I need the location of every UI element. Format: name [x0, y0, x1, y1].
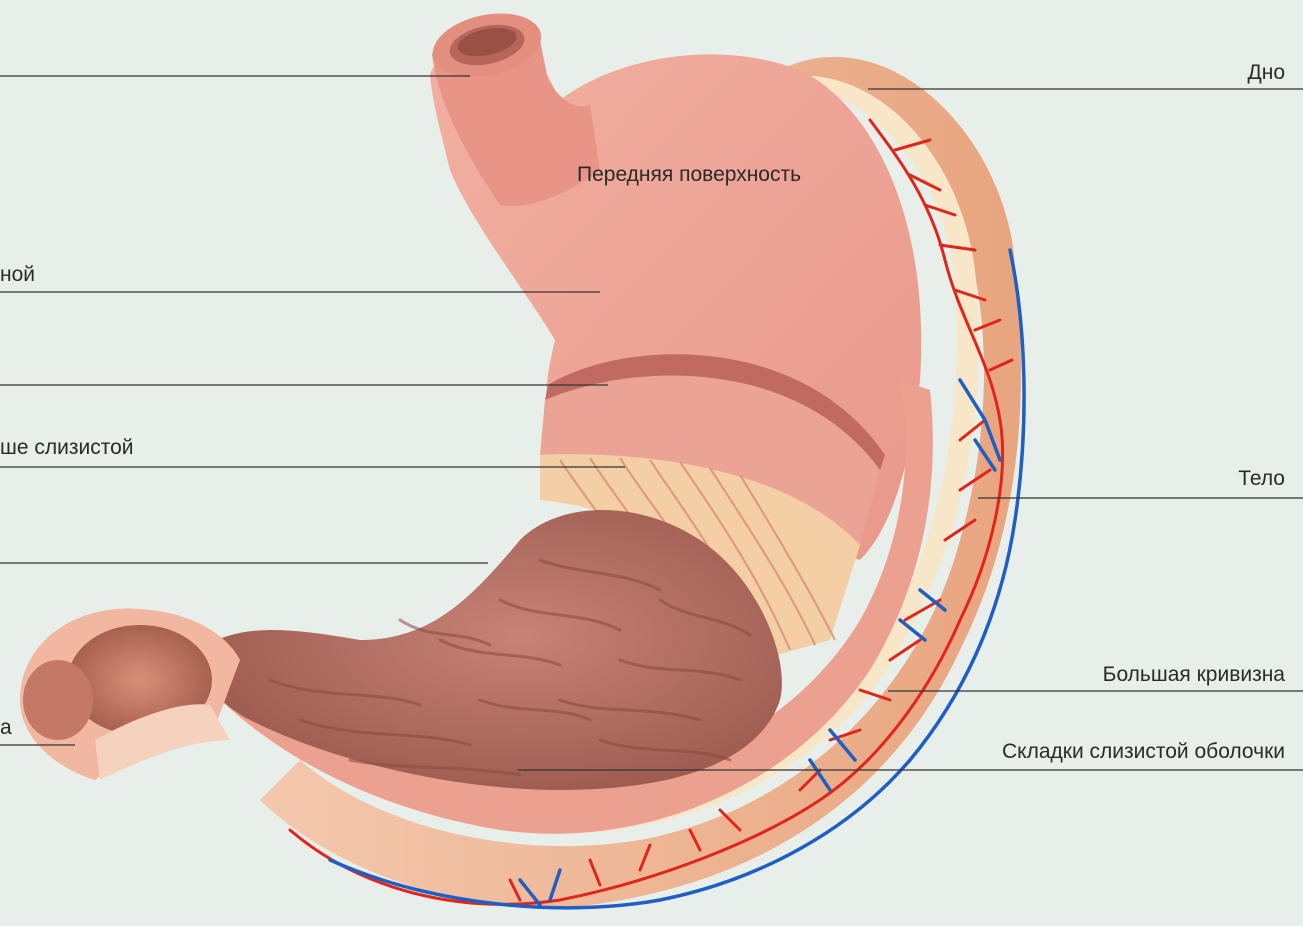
label-greater-curvature: Большая кривизна	[1103, 663, 1285, 687]
label-body: Тело	[1238, 467, 1285, 491]
label-left-muscle: ной	[0, 263, 35, 287]
label-left-submucosa: ше слизистой	[0, 436, 134, 460]
duodenum-lumen	[23, 660, 93, 740]
label-fundus: Дно	[1248, 61, 1286, 85]
label-left-pylorus: а	[0, 716, 12, 740]
label-anterior-surface: Передняя поверхность	[577, 163, 801, 187]
label-mucosal-folds: Складки слизистой оболочки	[1002, 740, 1285, 764]
